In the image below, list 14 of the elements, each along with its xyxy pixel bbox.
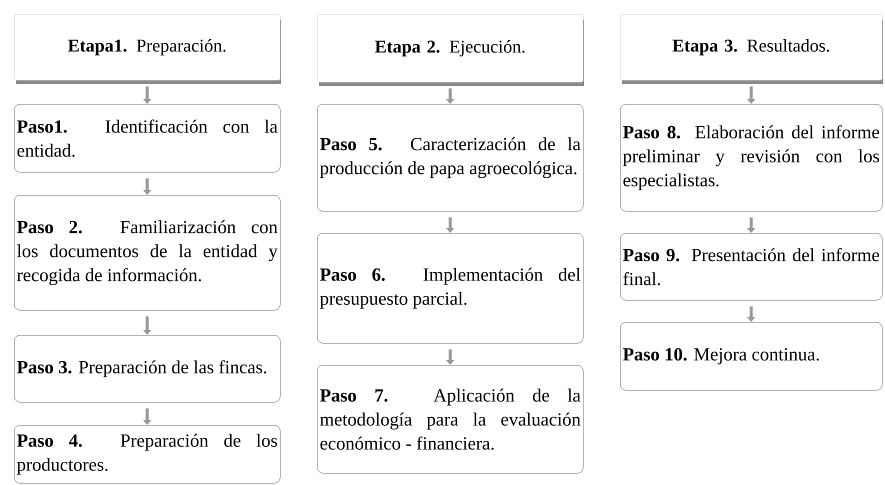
step-box: Paso 7. Aplicación de la metodología para la evaluación económico - financiera. bbox=[317, 365, 584, 474]
stage-box: Etapa 3. Resultados. bbox=[620, 14, 883, 84]
step-box: Paso 2. Familiarización con los documentos de la entidad y recogida de información. bbox=[14, 195, 280, 310]
step-box: Paso 4. Preparación de los productores. bbox=[14, 425, 280, 484]
step-box: Paso 6. Implementación del presupuesto parcial. bbox=[317, 233, 584, 344]
step-box: Paso 8. Elaboración del informe preliminar y revisión con los especialistas. bbox=[620, 104, 882, 212]
node-label: Etapa 3. Resultados. bbox=[672, 39, 830, 56]
step-box: Paso 5. Caracterización de la producción de papa agroecológica. bbox=[317, 104, 584, 212]
step-box: Paso 10. Mejora continua. bbox=[620, 322, 882, 390]
step-box: Paso1. Identificación con la entidad. bbox=[14, 104, 280, 172]
stage-box: Etapa1. Preparación. bbox=[14, 14, 281, 84]
step-box: Paso 9. Presentación del informe final. bbox=[620, 233, 882, 300]
stage-box: Etapa 2. Ejecución. bbox=[317, 14, 584, 86]
step-box: Paso 3. Preparación de las fincas. bbox=[14, 335, 280, 402]
